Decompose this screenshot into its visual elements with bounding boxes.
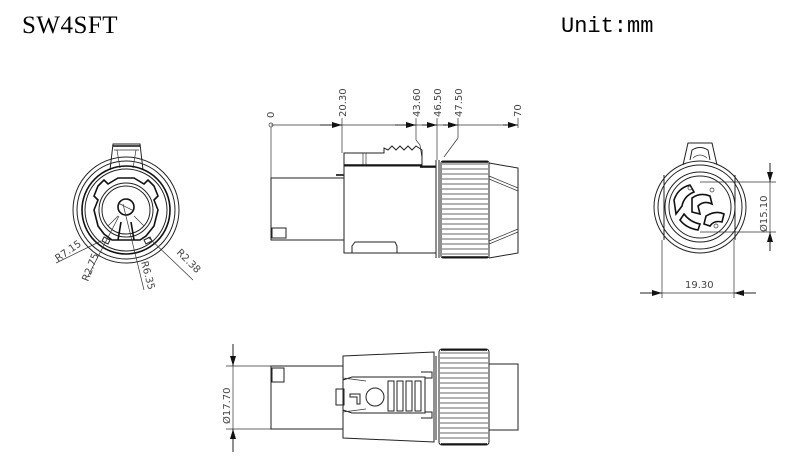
- dim-47-50: 47.50: [454, 88, 465, 117]
- top-view-dimensions: Ø17.70: [221, 344, 276, 452]
- knurl-lines: [442, 161, 488, 258]
- dim-dia-15-10: Ø15.10: [758, 196, 770, 233]
- side-view: [270, 145, 519, 259]
- unit-label: Unit:mm: [561, 14, 654, 39]
- front-view-dimensions: R7.15 R2.75 R6.35 R2.38: [53, 203, 202, 291]
- model-title: SW4SFT: [22, 12, 119, 39]
- dim-43-60: 43.60: [412, 88, 423, 117]
- dim-19-30: 19.30: [685, 280, 714, 291]
- dim-r2-75: R2.75: [81, 252, 102, 283]
- dim-0: 0: [266, 112, 277, 118]
- dim-dia-17-70: Ø17.70: [221, 388, 233, 425]
- rear-view-dimensions: Ø15.10 19.30: [640, 163, 776, 298]
- dim-r6-35: R6.35: [138, 260, 156, 291]
- dim-70: 70: [513, 104, 524, 117]
- dim-46-50: 46.50: [433, 88, 444, 117]
- dim-20-30: 20.30: [338, 88, 349, 117]
- dim-r2-38: R2.38: [174, 247, 202, 275]
- front-view: [72, 143, 180, 264]
- side-view-dimensions: 0 20.30 43.60 46.50 47.50 70: [266, 88, 524, 240]
- knurl-lines-top: [440, 349, 488, 445]
- rear-view: [653, 142, 747, 254]
- top-view: [270, 348, 519, 446]
